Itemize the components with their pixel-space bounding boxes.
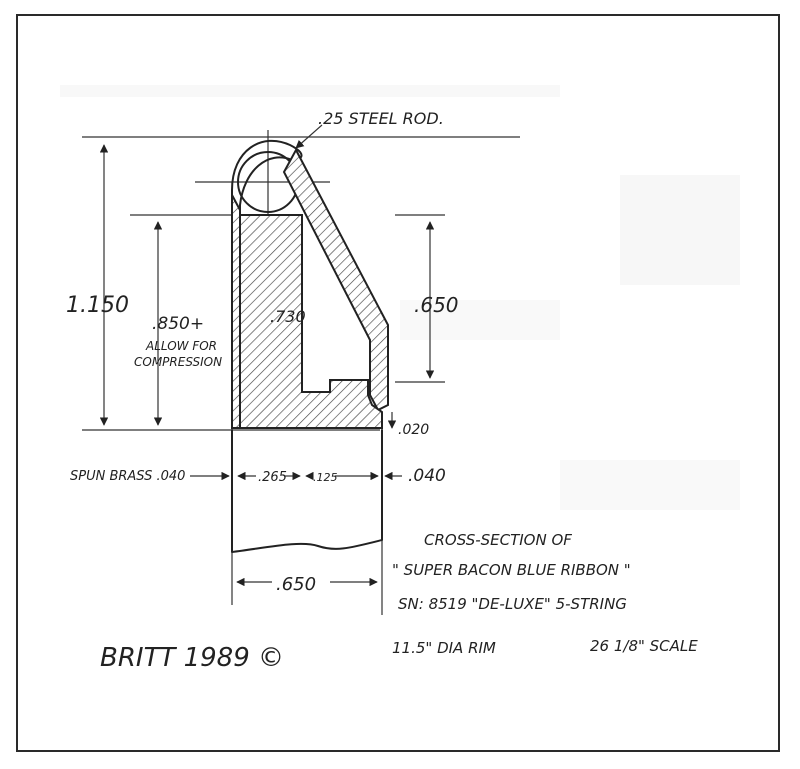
rim-height-label: .730	[270, 307, 306, 326]
allow-note-1: ALLOW FOR	[145, 339, 217, 353]
dimension-arrows	[99, 124, 435, 587]
dim-265-label: .265	[258, 470, 287, 485]
caption-scale: 26 1/8" SCALE	[590, 637, 698, 655]
rim-cross-section	[231, 139, 389, 553]
caption-line-1: CROSS-SECTION OF	[424, 531, 572, 549]
dim-125-label: .125	[313, 471, 338, 484]
wood-rim	[239, 214, 383, 429]
inner-height-label: .850+	[152, 314, 204, 334]
allow-note-2: COMPRESSION	[134, 355, 222, 369]
steel-rod-label: .25 STEEL ROD.	[318, 109, 444, 128]
brass-wall	[231, 194, 241, 429]
spun-brass-label: SPUN BRASS .040	[70, 469, 185, 484]
caption-rim: 11.5" DIA RIM	[392, 639, 496, 657]
signature: BRITT 1989 ©	[100, 643, 284, 673]
caption-line-2: " SUPER BACON BLUE RIBBON "	[392, 561, 631, 579]
overall-height-label: 1.150	[66, 293, 129, 318]
gap-label: .020	[398, 422, 429, 438]
spun-brass-skin	[231, 139, 303, 429]
rim-body	[231, 429, 383, 553]
width-650-label: .650	[276, 574, 316, 595]
caption-line-3: SN: 8519 "DE-LUXE" 5-STRING	[398, 595, 627, 613]
right-height-label: .650	[414, 293, 459, 317]
photocopy-ghosting	[60, 85, 740, 510]
dim-040-label: .040	[408, 466, 446, 486]
tension-hoop	[282, 147, 389, 412]
